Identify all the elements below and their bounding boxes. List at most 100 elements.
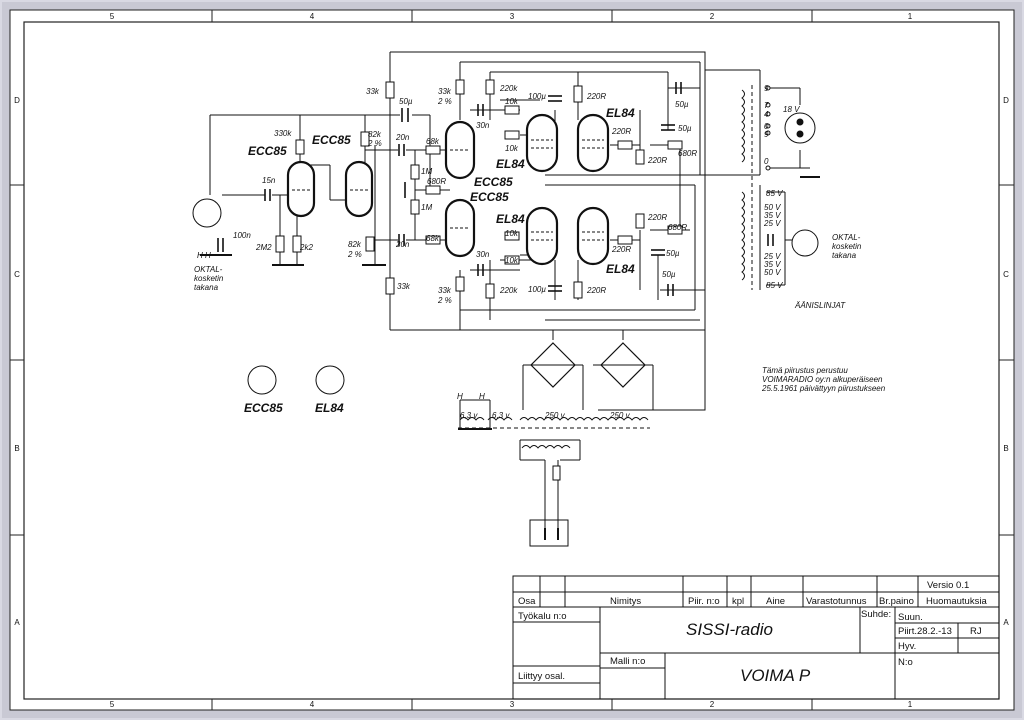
label-18v: 18 V [783,105,800,114]
label-c50u-right-a: 50µ [675,100,689,109]
label-r220r-c: 220R [647,156,667,165]
tb-subtitle: VOIMA P [740,666,811,685]
tb-kpl: kpl [732,596,744,607]
zone-row-b-left: B [14,444,19,453]
tb-liittyy: Liittyy osal. [518,671,565,682]
label-r680r-mid: 680R [427,177,446,186]
input-labels: H H OKTAL- kosketin takana [194,251,224,292]
resistors [275,79,683,481]
zone-row-a-right: A [1003,618,1009,627]
tube-el84-2 [576,113,610,173]
note-line2: VOIMARADIO oy:n alkuperäiseen [762,375,883,384]
tb-no: N:o [898,657,913,668]
tb-aine: Aine [766,596,785,607]
octal-left-line3: takana [194,283,219,292]
tb-initials: RJ [970,626,982,637]
tb-title: SISSI-radio [686,620,773,639]
zone-row-d-left: D [14,96,20,105]
label-c30n-bottom: 30n [476,250,490,259]
label-c100u-bottom: 100µ [528,285,546,294]
tap-label-7: 7 [764,101,769,110]
tb-huomautuksia: Huomautuksia [926,596,987,607]
tube-ecc85-2 [344,160,374,218]
zone-row-c-left: C [14,270,20,279]
zone-ticks [10,10,1014,710]
zone-row-b-right: B [1003,444,1008,453]
tube-label-ecc85-2: ECC85 [312,133,351,147]
label-r68k-top: 68k [426,137,440,146]
label-c20n-top: 20n [395,133,410,142]
octal-right-line2: kosketin [832,242,862,251]
supply-labels: H H 6,3 v 6,3 v 250 v 250 v [457,392,631,420]
note-line3: 25.5.1961 päivättyyn piirustukseen [761,384,886,393]
mains-plug [529,519,569,547]
label-pct2-d: 2 % [437,296,452,305]
tb-suun: Suun. [898,612,923,623]
note-line1: Tämä piirustus perustuu [762,366,848,375]
tube-el84-1 [525,113,559,173]
tap-85v-top: 85 V [766,189,783,198]
tap-label-9: 9 [764,84,769,93]
label-r330k: 330k [274,129,292,138]
pinout-el84: EL84 [315,401,344,415]
pinout-ecc85: ECC85 [244,401,283,415]
tube-label-el84-2: EL84 [496,157,525,171]
tap-label-0-a: 0 [764,122,769,131]
tb-osa: Osa [518,596,536,607]
tap-markers [765,85,771,171]
zone-col-4-top: 4 [310,12,315,21]
zone-col-3-bottom: 3 [510,700,515,709]
tube-label-el84-4: EL84 [606,262,635,276]
heater-h-2: H [479,392,485,401]
transformer-tap-labels: 9 7 4 0 9 0 18 V 85 V 50 V 35 V 25 V 25 … [763,84,862,310]
title-block-text: Versio 0.1 Osa Nimitys Piir. n:o kpl Ain… [518,580,987,685]
tap-50v-bottom: 50 V [764,268,781,277]
zone-col-1-top: 1 [908,12,913,21]
label-r220r-e: 220R [611,245,631,254]
label-c30n-top: 30n [476,121,490,130]
tube-label-el84-3: EL84 [496,212,525,226]
zone-col-3-top: 3 [510,12,515,21]
tap-label-4: 4 [764,110,769,119]
pinout-labels: ECC85 EL84 [244,401,344,415]
tube-label-ecc85-4: ECC85 [470,190,509,204]
label-c50u-right-b: 50µ [678,124,692,133]
tap-25v-top: 25 V [763,219,781,228]
label-pct2-c: 2 % [437,97,452,106]
tb-br-paino: Br.paino [879,596,914,607]
label-250v-a: 250 v [544,411,566,420]
component-labels: 33k 50µ 330k 82k 2 % 20n 68k 1M 680R 1M … [233,84,697,305]
label-r2m2: 2M2 [255,243,272,252]
tb-piir-no: Piir. n:o [688,596,720,607]
tb-nimitys: Nimitys [610,596,641,607]
paper [9,9,1015,711]
tb-hyv: Hyv. [898,641,916,652]
zone-col-5-bottom: 5 [110,700,115,709]
zone-col-4-bottom: 4 [310,700,315,709]
capacitors [217,82,774,296]
tap-50v-top: 50 V [764,203,781,212]
zone-col-2-bottom: 2 [710,700,715,709]
label-r220r-f: 220R [586,286,606,295]
label-c15n: 15n [262,176,276,185]
label-c100n: 100n [233,231,251,240]
tap-label-9-b: 9 [764,130,769,139]
tube-label-ecc85-3: ECC85 [474,175,513,189]
transformer-coils [458,85,753,449]
label-63v-a: 6,3 v [460,411,478,420]
zone-row-a-left: A [14,618,20,627]
tube-el84-3 [525,206,559,266]
tube-el84-4 [576,206,610,266]
tap-35v-top: 35 V [764,211,781,220]
tap-label-0-b: 0 [764,157,769,166]
tb-malli: Malli n:o [610,656,645,667]
label-r220k-top: 220k [499,84,518,93]
zone-col-2-top: 2 [710,12,715,21]
label-r10k-a: 10k [505,97,519,106]
label-r1m-bottom: 1M [421,203,432,212]
label-r82k-top: 82k [368,130,382,139]
label-r680r-right-bottom: 680R [668,223,687,232]
label-r10k-b: 10k [505,144,519,153]
octal-left-line1: OKTAL- [194,265,223,274]
